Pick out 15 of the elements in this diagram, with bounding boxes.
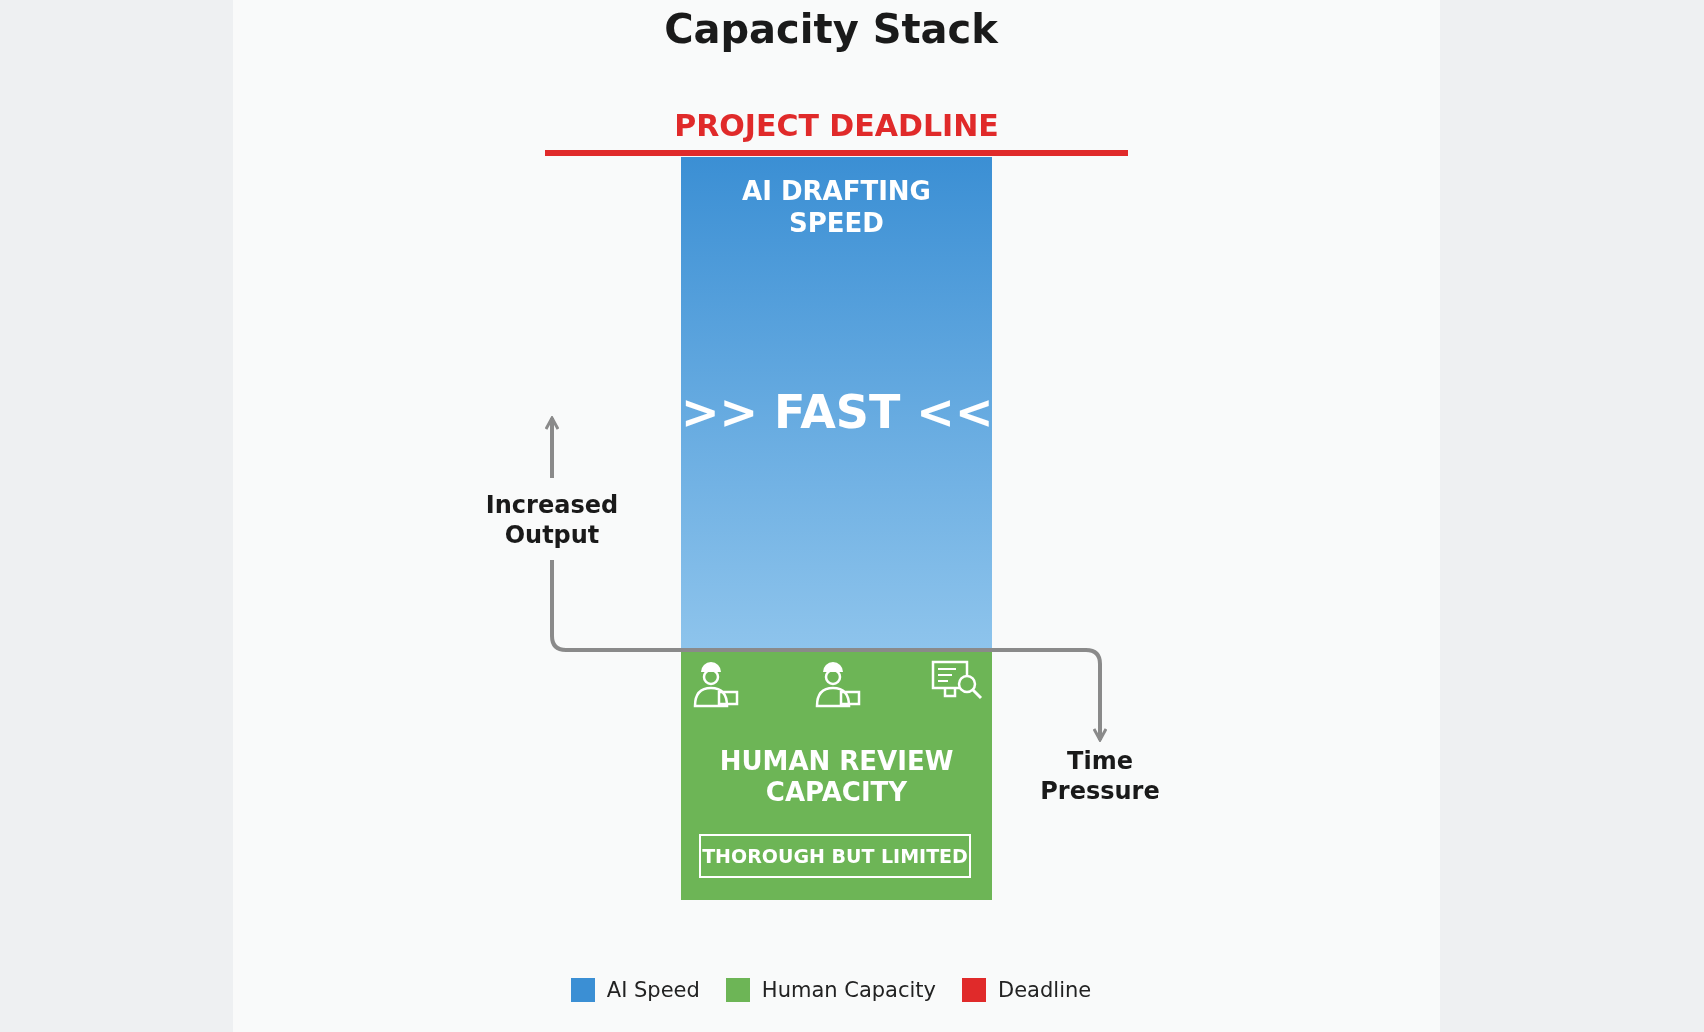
label-text: Increased Output bbox=[484, 490, 620, 550]
arrow bbox=[550, 560, 1108, 742]
legend-label: Human Capacity bbox=[761, 978, 937, 1002]
label-text: Time Pressure bbox=[1039, 746, 1161, 806]
limited-tag bbox=[699, 834, 971, 878]
bar-heading: AI DRAFTING SPEED bbox=[741, 175, 932, 239]
legend-label: Deadline bbox=[998, 978, 1092, 1002]
tag-text: THOROUGH BUT LIMITED bbox=[702, 845, 968, 867]
ai-speed-bar bbox=[681, 157, 992, 650]
human-capacity-bar bbox=[681, 650, 992, 900]
deadline-label: PROJECT DEADLINE bbox=[673, 108, 1000, 143]
legend-label: AI Speed bbox=[606, 978, 700, 1002]
title: Capacity Stack bbox=[663, 6, 1000, 52]
bar-heading: HUMAN REVIEW CAPACITY bbox=[718, 746, 955, 808]
fast-label: >> FAST << bbox=[681, 385, 992, 439]
